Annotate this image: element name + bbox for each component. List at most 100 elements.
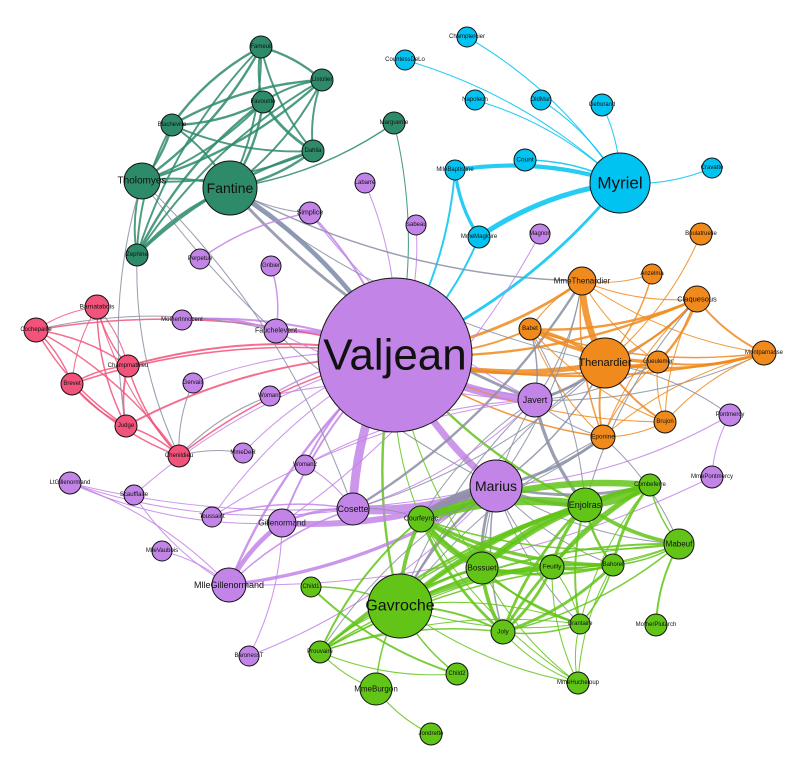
node-brevet[interactable]: Brevet (60, 372, 84, 396)
node-circle[interactable] (151, 540, 173, 562)
node-circle[interactable] (123, 484, 145, 506)
node-woman2[interactable]: Woman2 (293, 454, 318, 476)
node-circle[interactable] (267, 508, 297, 538)
node-circle[interactable] (513, 148, 537, 172)
node-isabeau[interactable]: Isabeau (405, 214, 427, 236)
node-toussaint[interactable]: Toussaint (199, 506, 225, 528)
node-circle[interactable] (259, 385, 281, 407)
node-circle[interactable] (251, 90, 275, 114)
node-circle[interactable] (464, 89, 486, 111)
node-judge[interactable]: Judge (114, 414, 138, 438)
node-combeferre[interactable]: Combeferre (634, 473, 666, 497)
node-champmathieu[interactable]: Champmathieu (108, 354, 149, 378)
node-circle[interactable] (683, 285, 711, 313)
node-labarre[interactable]: Labarre (354, 172, 376, 194)
node-marguerite[interactable]: Marguerite (380, 111, 409, 135)
node-mmepontmercy[interactable]: MmePontmercy (691, 465, 733, 489)
node-circle[interactable] (590, 424, 616, 450)
node-countessdelo[interactable]: CountessDeLo (385, 49, 426, 71)
node-cosette[interactable]: Cosette (336, 492, 370, 526)
node-fameuil[interactable]: Fameuil (249, 35, 273, 59)
node-mmethenardier[interactable]: MmeThenardier (554, 266, 611, 296)
node-circle[interactable] (644, 613, 668, 637)
node-circle[interactable] (84, 294, 110, 320)
node-count[interactable]: Count (513, 148, 537, 172)
node-circle[interactable] (116, 354, 140, 378)
node-circle[interactable] (125, 243, 149, 267)
node-babet[interactable]: Babet (518, 317, 542, 341)
node-thenardier[interactable]: Thenardier (578, 337, 632, 389)
node-circle[interactable] (590, 93, 614, 117)
node-circle[interactable] (445, 662, 469, 686)
node-mmeder[interactable]: MmeDeR (230, 442, 256, 464)
node-circle[interactable] (567, 487, 603, 523)
node-woman1[interactable]: Woman1 (258, 385, 283, 407)
node-ltgillenormand[interactable]: LtGillenormand (50, 471, 91, 495)
node-myriel[interactable]: Myriel (589, 152, 651, 214)
node-claquesous[interactable]: Claquesous (677, 285, 717, 313)
node-javert[interactable]: Javert (517, 382, 553, 418)
node-circle[interactable] (60, 372, 84, 396)
node-circle[interactable] (211, 567, 247, 603)
node-circle[interactable] (567, 266, 597, 296)
node-blacheville[interactable]: Blacheville (158, 113, 187, 137)
node-simplice[interactable]: Simplice (297, 201, 324, 225)
node-grantaire[interactable]: Grantaire (567, 613, 593, 635)
node-circle[interactable] (529, 223, 551, 245)
node-mllevaubois[interactable]: MlleVaubois (146, 540, 178, 562)
node-scaufflaire[interactable]: Scaufflaire (120, 484, 149, 506)
node-circle[interactable] (114, 414, 138, 438)
node-circle[interactable] (359, 672, 393, 706)
node-pontmercy[interactable]: Pontmercy (716, 403, 745, 427)
node-circle[interactable] (518, 317, 542, 341)
node-gavroche[interactable]: Gavroche (365, 573, 435, 639)
node-oldman[interactable]: OldMan (530, 89, 552, 111)
node-fantine[interactable]: Fantine (202, 160, 258, 216)
node-circle[interactable] (201, 506, 223, 528)
node-jondrette[interactable]: Jondrette (418, 722, 444, 746)
node-cravatte[interactable]: Cravatte (701, 157, 724, 179)
node-prouvaire[interactable]: Prouvaire (307, 640, 333, 664)
node-circle[interactable] (653, 410, 677, 434)
node-baronesst[interactable]: BaronessT (234, 645, 264, 667)
node-feuilly[interactable]: Feuilly (539, 554, 565, 580)
node-circle[interactable] (310, 68, 334, 92)
node-champtercier[interactable]: Champtercier (449, 26, 485, 48)
node-circle[interactable] (646, 350, 670, 374)
node-anzelma[interactable]: Anzelma (640, 263, 664, 285)
node-circle[interactable] (160, 113, 184, 137)
node-bossuet[interactable]: Bossuet (465, 551, 499, 585)
node-circle[interactable] (232, 442, 254, 464)
node-mabeuf[interactable]: Mabeuf (663, 528, 695, 560)
node-circle[interactable] (238, 645, 260, 667)
node-circle[interactable] (405, 214, 427, 236)
node-marius[interactable]: Marius (469, 459, 523, 513)
node-child1[interactable]: Child1 (300, 576, 322, 598)
node-enjolras[interactable]: Enjolras (567, 487, 603, 523)
node-gueulemer[interactable]: Gueulemer (643, 350, 673, 374)
node-circle[interactable] (308, 640, 332, 664)
node-circle[interactable] (354, 172, 376, 194)
node-circle[interactable] (394, 49, 416, 71)
node-circle[interactable] (465, 551, 499, 585)
node-circle[interactable] (700, 465, 724, 489)
node-circle[interactable] (517, 382, 553, 418)
node-circle[interactable] (579, 337, 631, 389)
node-circle[interactable] (641, 263, 663, 285)
node-joly[interactable]: Joly (490, 619, 516, 645)
node-circle[interactable] (123, 162, 161, 200)
node-brujon[interactable]: Brujon (653, 410, 677, 434)
node-circle[interactable] (530, 89, 552, 111)
node-circle[interactable] (467, 225, 491, 249)
node-listolier[interactable]: Listolier (310, 68, 334, 92)
node-motherplutarch[interactable]: MotherPlutarch (636, 613, 677, 637)
node-circle[interactable] (638, 473, 662, 497)
node-circle[interactable] (367, 573, 433, 639)
node-fauchelevent[interactable]: Fauchelevent (255, 318, 297, 344)
node-circle[interactable] (589, 152, 651, 214)
node-circle[interactable] (701, 157, 723, 179)
node-tholomyes[interactable]: Tholomyes (118, 162, 167, 200)
node-napoleon[interactable]: Napoleon (462, 89, 488, 111)
node-circle[interactable] (456, 26, 478, 48)
node-courfeyrac[interactable]: Courfeyrac (404, 505, 439, 533)
